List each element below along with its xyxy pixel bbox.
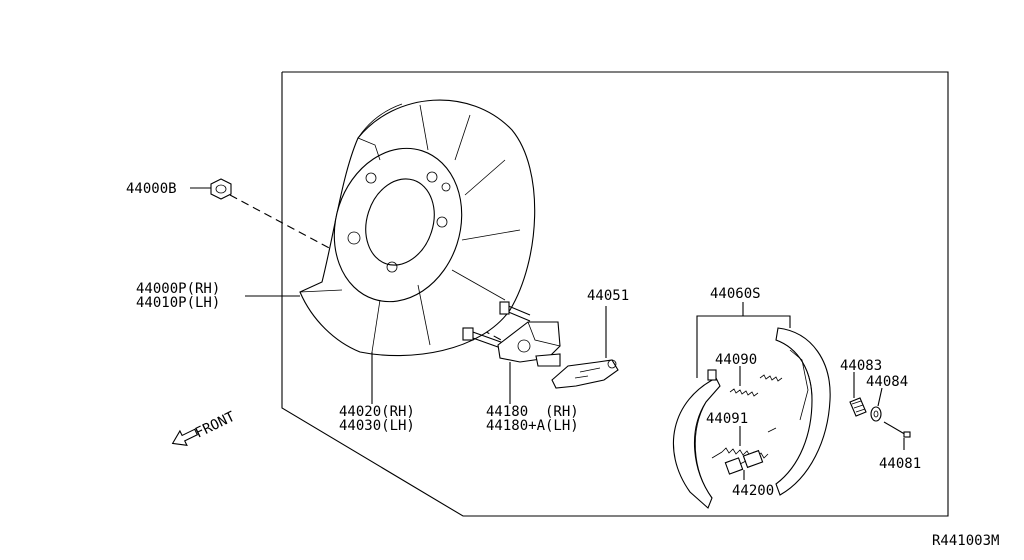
nut-part xyxy=(210,178,232,200)
label-44051: 44051 xyxy=(587,288,629,304)
brake-shoe-left xyxy=(672,369,721,509)
adjuster-lever-part xyxy=(551,359,619,389)
label-44180a: 44180+A(LH) xyxy=(486,418,579,434)
backing-plate xyxy=(299,99,536,357)
diagram-id: R441003M xyxy=(932,533,999,549)
label-44000b: 44000B xyxy=(126,181,177,197)
adjuster-assembly-part xyxy=(724,449,764,475)
spring-cup-part xyxy=(870,406,882,422)
label-44060s: 44060S xyxy=(710,286,761,302)
leader-44084 xyxy=(877,387,883,407)
label-44020: 44020(RH) xyxy=(339,404,415,420)
hold-spring-part xyxy=(849,397,867,417)
front-label: FRONT xyxy=(193,408,238,441)
label-44010p: 44010P(LH) xyxy=(136,295,220,311)
label-44200: 44200 xyxy=(732,483,774,499)
shoe-set-bracket xyxy=(696,315,791,378)
label-44083: 44083 xyxy=(840,358,882,374)
cable-bracket-part xyxy=(462,301,561,367)
label-44084: 44084 xyxy=(866,374,908,390)
front-arrow-icon xyxy=(171,428,199,447)
label-44180: 44180 (RH) xyxy=(486,404,579,420)
brake-shoe-right xyxy=(775,327,831,496)
label-44090: 44090 xyxy=(715,352,757,368)
label-44000p: 44000P(RH) xyxy=(136,281,220,297)
label-44030: 44030(LH) xyxy=(339,418,415,434)
hold-pin-part xyxy=(883,421,911,438)
upper-spring-part xyxy=(729,374,783,397)
assembly-frame xyxy=(281,71,949,517)
label-44081: 44081 xyxy=(879,456,921,472)
label-44091: 44091 xyxy=(706,411,748,427)
lower-spring-part xyxy=(711,427,777,459)
